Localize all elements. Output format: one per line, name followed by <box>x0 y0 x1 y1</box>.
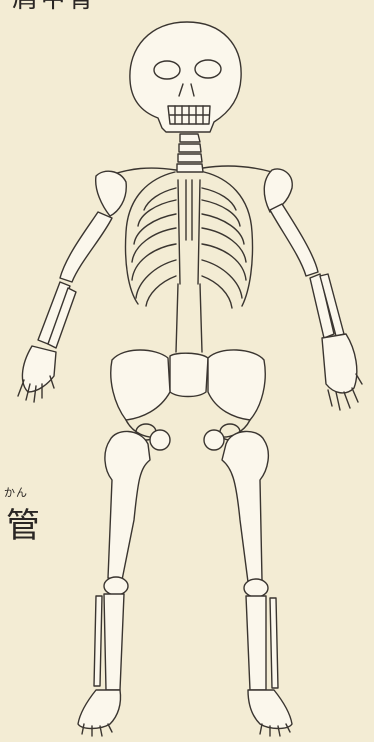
legs <box>78 430 292 736</box>
lumbar-spine <box>170 284 208 397</box>
shoulders <box>96 166 293 216</box>
skull <box>130 22 241 132</box>
rib-cage <box>126 172 253 308</box>
left-arm <box>18 212 112 402</box>
cervical-spine <box>177 134 203 172</box>
right-arm <box>270 204 362 410</box>
